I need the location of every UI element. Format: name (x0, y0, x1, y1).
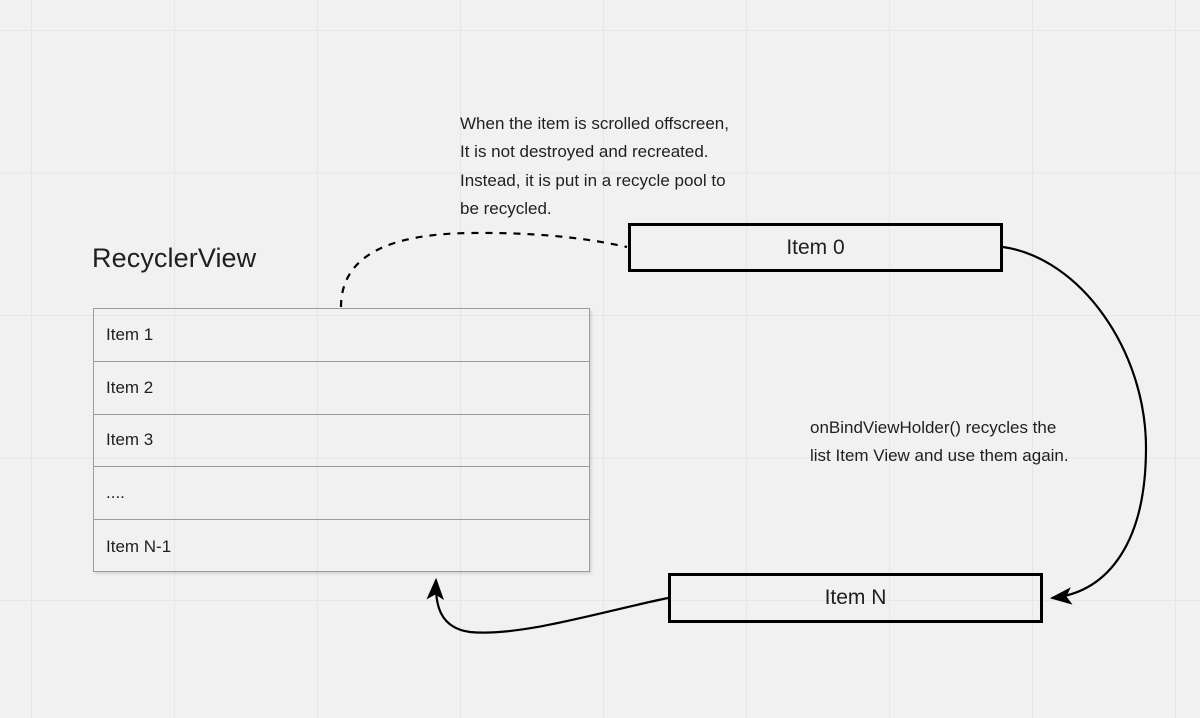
item-n-label: Item N (824, 586, 887, 609)
list-item-label: .... (106, 483, 125, 503)
annotation-offscreen-note: When the item is scrolled offscreen, It … (460, 110, 729, 224)
list-item[interactable]: .... (94, 467, 589, 521)
list-item[interactable]: Item 2 (94, 362, 589, 415)
list-item-label: Item 3 (106, 430, 154, 450)
item-zero-label: Item 0 (786, 235, 845, 259)
connector-item-n-to-list (426, 577, 669, 634)
connector-list-to-item-zero (339, 231, 628, 308)
annotation-line: onBindViewHolder() recycles the (810, 418, 1057, 437)
annotation-line: list Item View and use them again. (810, 446, 1069, 466)
item-zero-box: Item 0 (628, 223, 1003, 272)
list-item[interactable]: Item 3 (94, 415, 589, 468)
list-item-label: Item 1 (106, 324, 154, 344)
recyclerview-list: Item 1 Item 2 Item 3 .... Item N-1 (93, 308, 590, 572)
list-item-label: Item N-1 (106, 536, 172, 556)
annotation-line: be recycled. (460, 199, 552, 219)
list-item-label: Item 2 (106, 377, 154, 397)
annotation-line: Instead, it is put in a recycle pool to (460, 170, 726, 190)
item-n-box: Item N (668, 573, 1043, 623)
annotation-onbind-note: onBindViewHolder() recycles the list Ite… (810, 414, 1069, 471)
list-item[interactable]: Item N-1 (94, 520, 589, 573)
annotation-line: It is not destroyed and recreated. (460, 142, 709, 162)
annotation-line: When the item is scrolled offscreen, (460, 114, 729, 133)
recyclerview-title: RecyclerView (92, 243, 257, 273)
list-item[interactable]: Item 1 (94, 309, 589, 362)
